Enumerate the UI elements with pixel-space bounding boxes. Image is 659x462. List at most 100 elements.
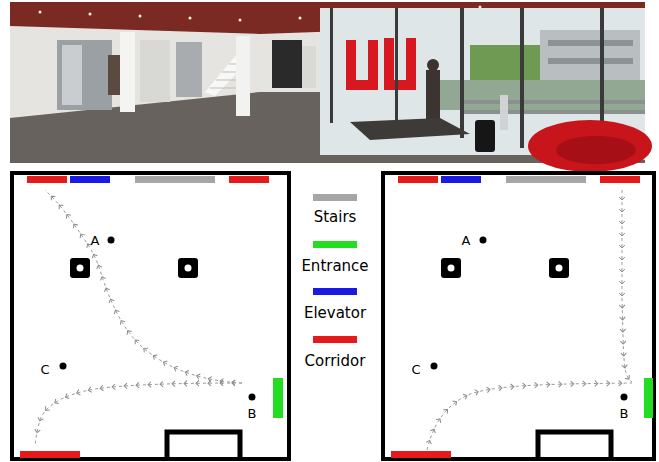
route-arrowhead	[571, 381, 574, 387]
route-arrowhead	[196, 380, 199, 386]
route-arrowhead	[619, 209, 625, 212]
legend-swatch	[313, 288, 357, 295]
route-arrowhead	[430, 428, 436, 433]
route-arrowhead	[108, 298, 114, 303]
route-arrowhead	[184, 369, 189, 375]
route-arrowhead	[620, 341, 626, 344]
route-arrowhead	[113, 309, 119, 314]
route-arrowhead	[463, 393, 468, 399]
point-label: C	[411, 362, 420, 377]
route-arrowhead	[112, 384, 116, 390]
route-arrowhead	[148, 382, 151, 388]
route-arrowhead	[475, 389, 479, 395]
route-arrowhead	[76, 390, 80, 396]
route-arrowhead	[96, 264, 102, 269]
legend-swatch	[313, 336, 357, 343]
route-arrowhead	[173, 365, 178, 371]
route-arrowhead	[487, 387, 491, 393]
floor-plan-left	[12, 173, 289, 460]
route-arrowhead	[523, 383, 526, 389]
route-arrowhead	[547, 382, 550, 388]
route-arrowhead	[44, 406, 50, 412]
route-arrowhead	[64, 393, 69, 399]
point-label-holder: C	[40, 360, 49, 378]
route-arrowhead	[511, 384, 514, 390]
route-arrowhead	[100, 385, 104, 391]
point-label-holder: B	[248, 404, 257, 422]
point-label: A	[462, 233, 471, 248]
legend-text: Corridor	[305, 352, 366, 370]
route-arrowhead	[152, 353, 158, 359]
point-label: B	[620, 406, 629, 421]
legend-text: Elevator	[304, 304, 366, 322]
point-label: C	[40, 362, 49, 377]
route-arrowhead	[620, 329, 626, 332]
legend-swatch	[313, 194, 357, 201]
route-arrowhead	[621, 353, 627, 356]
route-arrowhead	[172, 381, 175, 387]
route-arrowhead	[78, 232, 84, 238]
route-arrowhead	[559, 381, 562, 387]
route-arrowhead	[136, 382, 139, 388]
route-arrowhead	[619, 197, 625, 200]
route-arrowhead	[91, 253, 97, 258]
legend-entry: Entrance	[301, 257, 368, 275]
route-arrowhead	[232, 380, 235, 386]
route-arrowhead	[619, 269, 625, 272]
route-arrowhead	[99, 276, 105, 281]
route-arrowhead	[72, 223, 78, 229]
route-arrowhead	[607, 380, 610, 386]
route-arrowhead	[160, 381, 163, 387]
route-arrowhead	[619, 245, 625, 248]
route-arrowhead	[88, 387, 92, 393]
point-label-holder: A	[462, 231, 471, 249]
route-arrowhead	[208, 380, 211, 386]
route-arrowhead	[619, 257, 625, 260]
route-arrowhead	[37, 417, 43, 421]
route-arrowhead	[426, 440, 432, 445]
route-arrowhead	[619, 305, 625, 308]
route-arrowhead	[125, 329, 131, 335]
route-arrowhead	[583, 381, 586, 387]
legend-entry: Elevator	[304, 304, 366, 322]
route-arrowhead	[133, 338, 139, 344]
route-arrowhead	[103, 287, 109, 292]
route-arrowhead	[196, 373, 200, 379]
floor-plan-right	[383, 173, 654, 460]
route-arrowhead	[232, 380, 236, 386]
legend-swatch	[313, 241, 357, 248]
route-arrowhead	[443, 407, 449, 413]
route-arrowhead	[184, 381, 187, 387]
route-arrowhead	[595, 381, 598, 387]
route-arrowhead	[142, 346, 148, 352]
point-label: B	[248, 406, 257, 421]
point-label-holder: B	[620, 404, 629, 422]
lobby-photo	[10, 2, 652, 172]
route-arrows	[34, 194, 631, 444]
route-arrowhead	[220, 380, 223, 386]
route-arrowhead	[452, 399, 458, 405]
legend-entry: Corridor	[305, 352, 366, 370]
route-arrowhead	[53, 399, 59, 405]
point-label-holder: A	[91, 231, 100, 249]
route-arrowhead	[162, 360, 167, 366]
route-arrowhead	[436, 417, 442, 423]
route-arrowhead	[619, 233, 625, 236]
route-arrowhead	[34, 429, 40, 433]
route-arrowhead	[619, 380, 622, 386]
route-arrowhead	[622, 365, 628, 369]
route-arrowhead	[499, 385, 503, 391]
legend-text: Entrance	[301, 257, 368, 275]
legend-text: Stairs	[314, 208, 357, 226]
route-arrowhead	[49, 194, 55, 200]
route-arrowhead	[625, 375, 631, 381]
route-arrowhead	[619, 221, 625, 224]
route-arrowhead	[620, 317, 626, 320]
route-arrowhead	[619, 293, 625, 296]
route-arrowhead	[65, 213, 71, 219]
route-arrowhead	[119, 319, 125, 324]
point-label-holder: C	[411, 360, 420, 378]
route-arrowhead	[124, 383, 127, 389]
